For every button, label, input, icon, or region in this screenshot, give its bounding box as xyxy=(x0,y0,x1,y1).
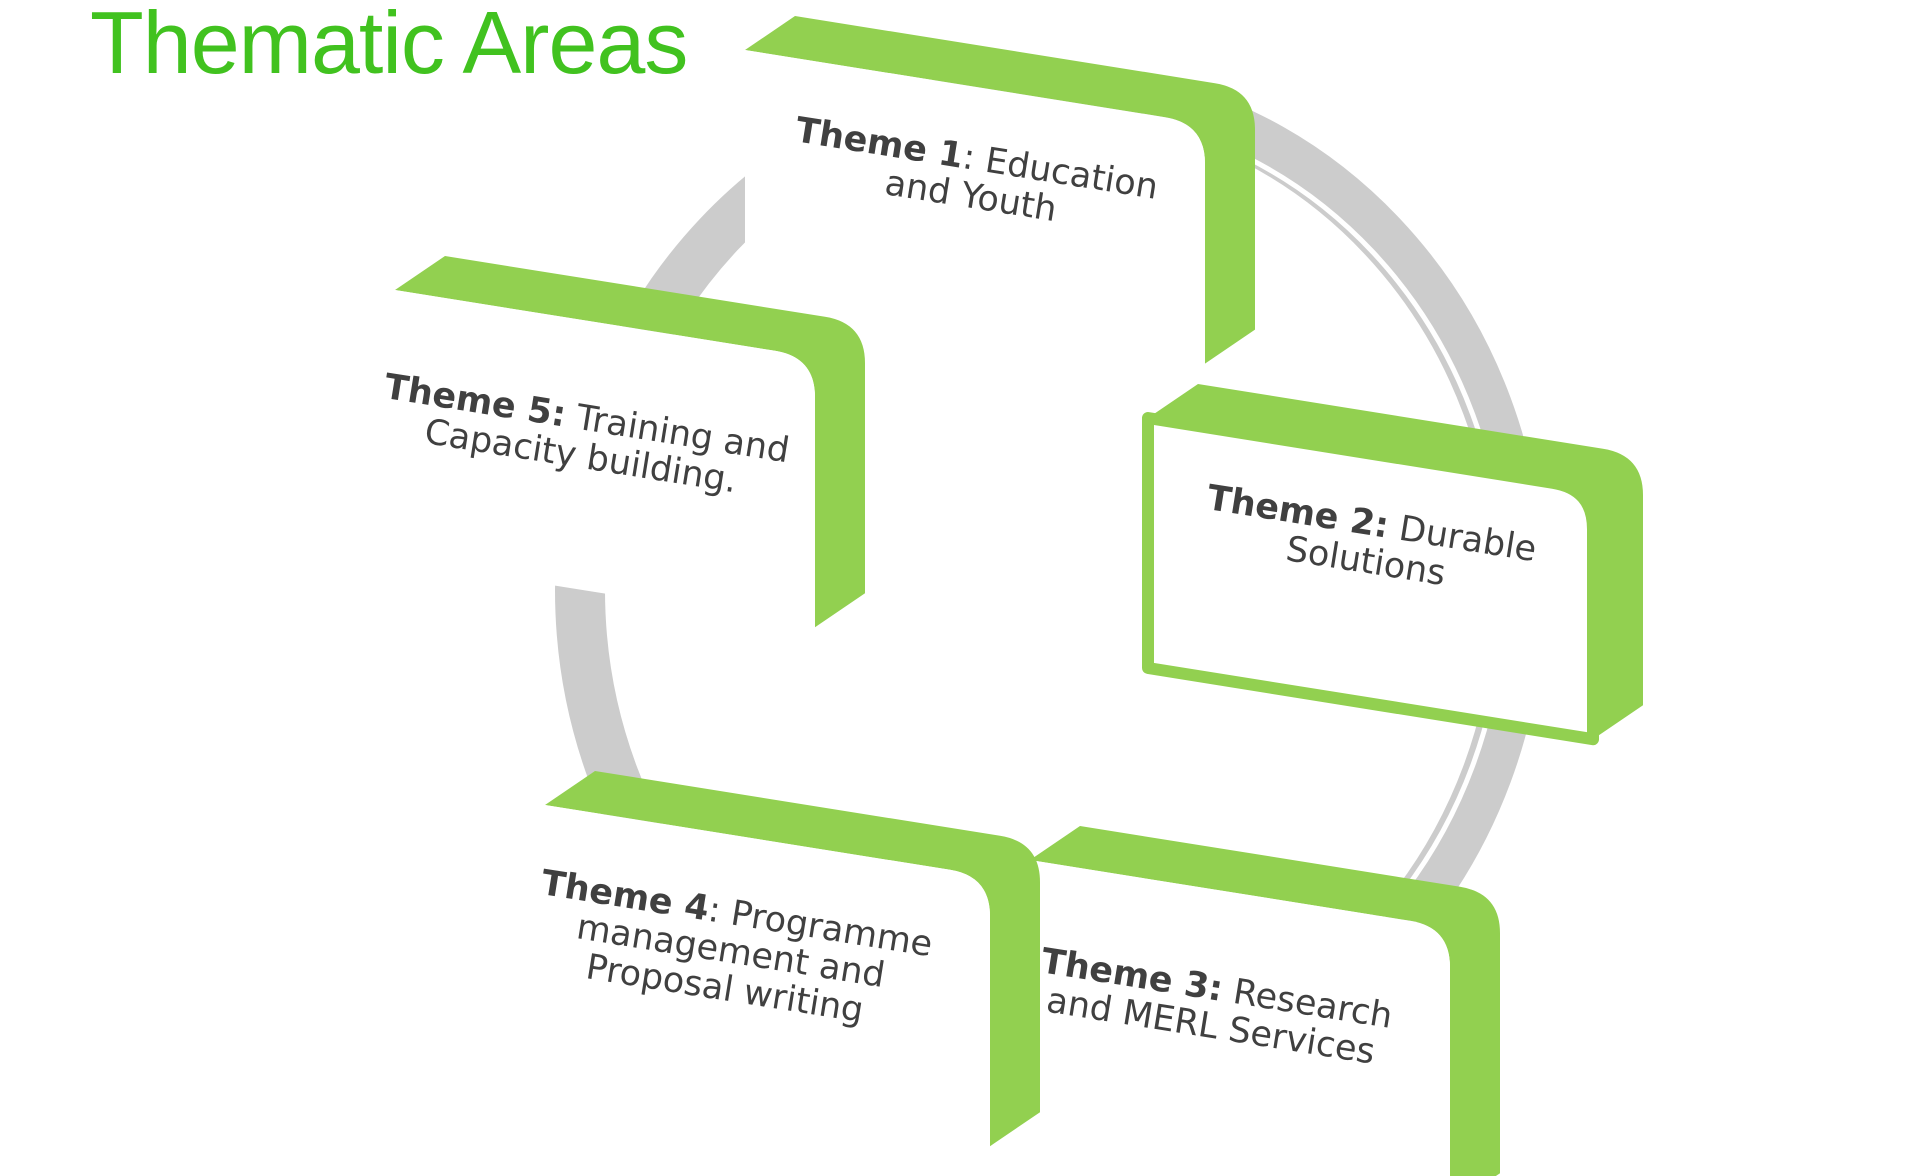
theme-box-5[interactable]: Theme 5: Training andCapacity building. xyxy=(375,256,865,628)
theme-box-1[interactable]: Theme 1: Educationand Youth xyxy=(745,16,1255,364)
theme-box-3[interactable]: Theme 3: Researchand MERL Services xyxy=(1030,826,1500,1176)
box-depth-face xyxy=(395,256,865,628)
page-title: Thematic Areas xyxy=(90,0,688,92)
box-front-face xyxy=(545,805,990,1147)
box-depth-face xyxy=(545,771,1040,1147)
box-front-face xyxy=(745,50,1205,364)
box-depth-face xyxy=(745,16,1255,364)
theme-box-4[interactable]: Theme 4: Programmemanagement andProposal… xyxy=(526,771,1040,1147)
box-front-face xyxy=(1142,412,1599,746)
box-front-face xyxy=(1030,860,1450,1176)
theme-label: Theme 4: Programmemanagement andProposal… xyxy=(526,863,935,1040)
theme-box-2[interactable]: Theme 2: DurableSolutions xyxy=(1142,384,1643,746)
box-depth-face xyxy=(1030,826,1500,1176)
box-front-face xyxy=(395,290,815,628)
